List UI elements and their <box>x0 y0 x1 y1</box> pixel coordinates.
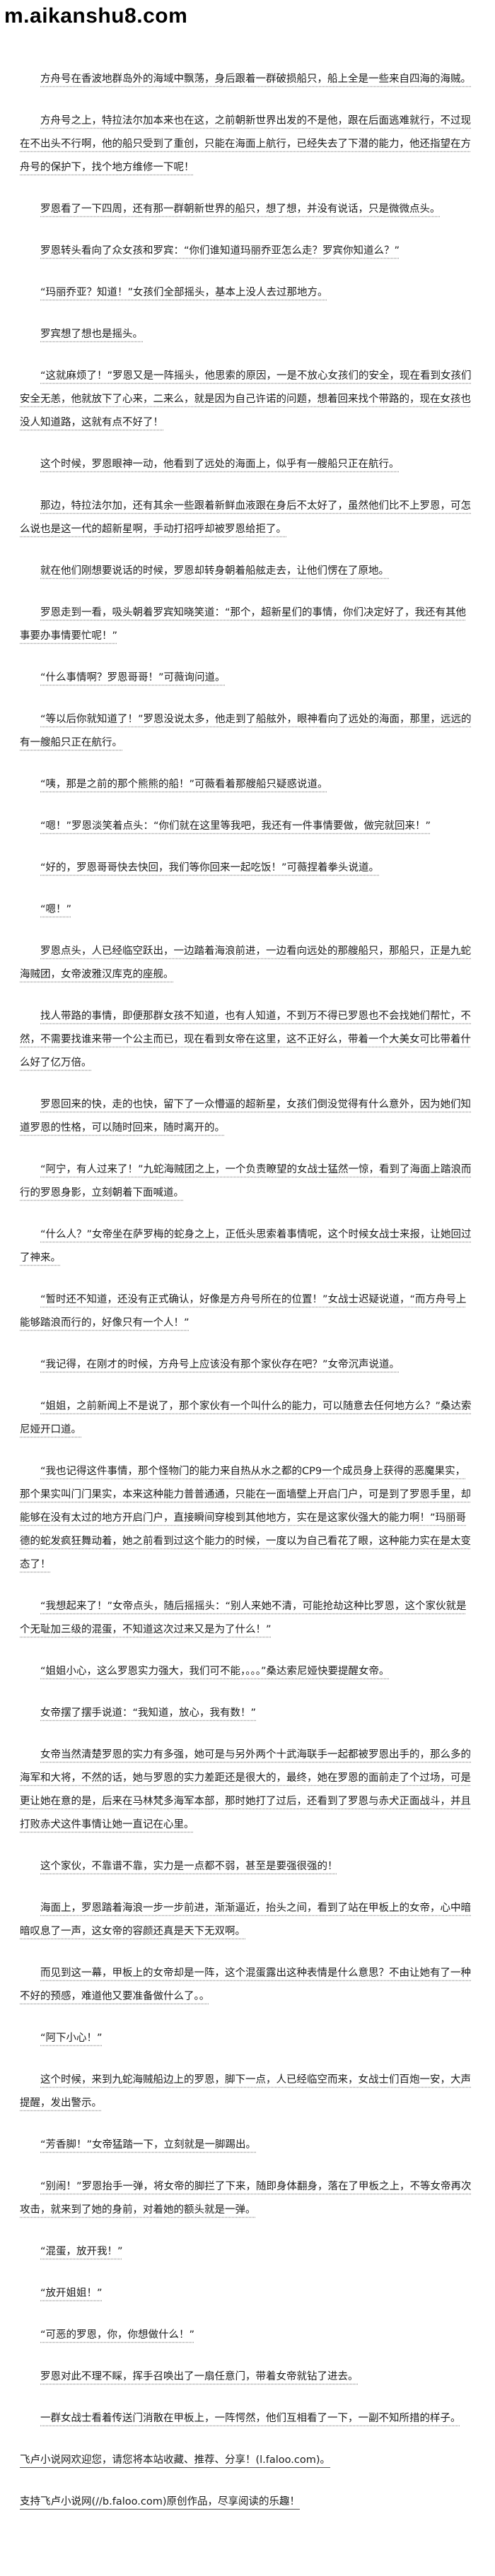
article-paragraph: 罗恩对此不理不睬，挥手召唤出了一扇任意门，带着女帝就钻了进去。 <box>40 2371 359 2382</box>
site-header: m.aikanshu8.com <box>0 0 495 33</box>
article-paragraph: “芳香脚！”女帝猛踏一下，立刻就是一脚踢出。 <box>40 2139 257 2151</box>
article-paragraph: “等以后你就知道了！”罗恩没说太多，他走到了船舷外，眼神看向了远处的海面，那里，… <box>20 714 472 748</box>
article-paragraph: “我记得，在刚才的时候，方舟号上应该没有那个家伙存在吧？”女帝沉声说道。 <box>40 1359 400 1370</box>
article-paragraph: “我想起来了！”女帝点头，随后摇摇头：“别人来她不清，可能抢劫这种比罗恩，这个家… <box>20 1601 467 1635</box>
article-paragraph: 海面上，罗恩踏着海浪一步一步前进，渐渐逼近，抬头之间，看到了站在甲板上的女帝，心… <box>20 1902 471 1937</box>
footer-notice-line: 飞卢小说网欢迎您，请您将本站收藏、推荐、分享！(l.faloo.com)。 <box>20 2454 331 2466</box>
article-paragraph: “混蛋，放开我！” <box>40 2246 123 2257</box>
article-paragraph: 找人带路的事情，即便那群女孩不知道，也有人知道，不到万不得已罗恩也不会找她们帮忙… <box>20 1011 471 1069</box>
article-paragraph: “什么事情啊？罗恩哥哥！”可薇询问道。 <box>40 672 226 683</box>
article-paragraph: 罗恩转头看向了众女孩和罗宾：“你们谁知道玛丽乔亚怎么走？罗宾你知道么？” <box>40 245 400 257</box>
article-paragraph: 就在他们刚想要说话的时候，罗恩却转身朝着船舷走去，让他们愣在了原地。 <box>40 565 389 577</box>
article-paragraph: “嗯！”罗恩淡笑着点头：“你们就在这里等我吧，我还有一件事情要做，做完就回来！” <box>40 821 431 832</box>
article-paragraph: “这就麻烦了！”罗恩又是一阵摇头，他思索的原因，一是不放心女孩们的安全，现在看到… <box>20 370 472 428</box>
article-paragraph: 罗恩点头，人已经临空跃出，一边踏着海浪前进，一边看向远处的那艘船只，那船只，正是… <box>20 946 471 980</box>
footer-support-line: 支持飞卢小说网(//b.faloo.com)原创作品，尽享阅读的乐趣！ <box>20 2496 300 2507</box>
article-paragraph: 那边，特拉法尔加，还有其余一些跟着新鲜血液跟在身后不太好了，虽然他们比不上罗恩，… <box>20 500 471 535</box>
article-paragraph: 女帝摆了摆手说道：“我知道，放心，我有数！” <box>40 1707 257 1719</box>
article-paragraph: “玛丽乔亚？知道！”女孩们全部摇头，基本上没人去过那地方。 <box>40 287 328 298</box>
article-paragraph: “别闹！”罗恩抬手一弹，将女帝的脚拦了下来，随即身体翻身，落在了甲板之上，不等女… <box>20 2181 472 2216</box>
article-paragraph: “好的，罗恩哥哥快去快回，我们等你回来一起吃饭！”可薇捏着拳头说道。 <box>40 862 380 874</box>
article-paragraph: “可恶的罗恩，你，你想做什么！” <box>40 2329 195 2341</box>
article-paragraph: “姐姐小心，这么罗恩实力强大，我们可不能，。。。”桑达索尼娅快要提醒女帝。 <box>40 1666 390 1677</box>
article-paragraph: 方舟号之上，特拉法尔加本来也在这，之前朝新世界出发的不是他，跟在后面逃难就行，不… <box>20 115 471 173</box>
article-paragraph: 这个家伙，不靠谱不靠，实力是一点都不弱，甚至是要强很强的！ <box>40 1861 338 1872</box>
article-paragraph: 罗宾想了想也是摇头。 <box>40 329 143 340</box>
article-paragraph: “什么人？”女帝坐在萨罗梅的蛇身之上，正低头思索着事情呢，这个时候女战士来报，让… <box>20 1229 472 1264</box>
article-paragraph: 这个时候，来到九蛇海贼船边上的罗恩，脚下一点，人已经临空而来，女战士们百炮一安，… <box>20 2074 471 2109</box>
article-body: 方舟号在香波地群岛外的海域中飘荡，身后跟着一群破损船只，船上全是一些来自四海的海… <box>0 33 495 2430</box>
article-paragraph: “阿宁，有人过来了！”九蛇海贼团之上，一个负责瞭望的女战士猛然一惊，看到了海面上… <box>20 1164 472 1199</box>
article-paragraph: 罗恩走到一看，吸头朝着罗宾知晓笑道：“那个，超新星们的事情，你们决定好了，我还有… <box>20 607 467 642</box>
article-paragraph: 罗恩回来的快，走的也快，留下了一众懵逼的超新星，女孩们倒没觉得有什么意外，因为她… <box>20 1099 471 1134</box>
article-paragraph: “放开姐姐！” <box>40 2288 103 2299</box>
article-paragraph: “暂时还不知道，还没有正式确认，好像是方舟号所在的位置！”女战士迟疑说道，“而方… <box>20 1294 467 1329</box>
article-paragraph: 这个时候，罗恩眼神一动，他看到了远处的海面上，似乎有一艘船只正在航行。 <box>40 459 400 470</box>
article-paragraph: 而见到这一幕，甲板上的女帝却是一阵，这个混蛋露出这种表情是什么意思？不由让她有了… <box>20 1968 471 2002</box>
article-paragraph: 一群女战士看着传送门消散在甲板上，一阵愕然，他们互相看了一下，一副不知所措的样子… <box>40 2413 461 2424</box>
site-title[interactable]: m.aikanshu8.com <box>4 4 188 28</box>
article-paragraph: “阿下小心！” <box>40 2033 103 2044</box>
article-paragraph: 女帝当然清楚罗恩的实力有多强，她可是与另外两个十武海联手一起都被罗恩出手的，那么… <box>20 1749 471 1830</box>
article-paragraph: 方舟号在香波地群岛外的海域中飘荡，身后跟着一群破损船只，船上全是一些来自四海的海… <box>40 73 471 85</box>
article-paragraph: “嗯！” <box>40 904 72 915</box>
article-footer: 飞卢小说网欢迎您，请您将本站收藏、推荐、分享！(l.faloo.com)。 支持… <box>0 2449 495 2514</box>
article-paragraph: “咦，那是之前的那个熊熊的船！”可薇看着那艘船只疑惑说道。 <box>40 779 328 790</box>
article-paragraph: “姐姐，之前新闻上不是说了，那个家伙有一个叫什么的能力，可以随意去任何地方么？”… <box>20 1401 472 1435</box>
article-paragraph: 罗恩看了一下四周，还有那一群朝新世界的船只，想了想，并没有说话，只是微微点头。 <box>40 204 441 215</box>
article-paragraph: “我也记得这件事情，那个怪物门的能力来自热从水之都的CP9一个成员身上获得的恶魔… <box>20 1466 471 1570</box>
